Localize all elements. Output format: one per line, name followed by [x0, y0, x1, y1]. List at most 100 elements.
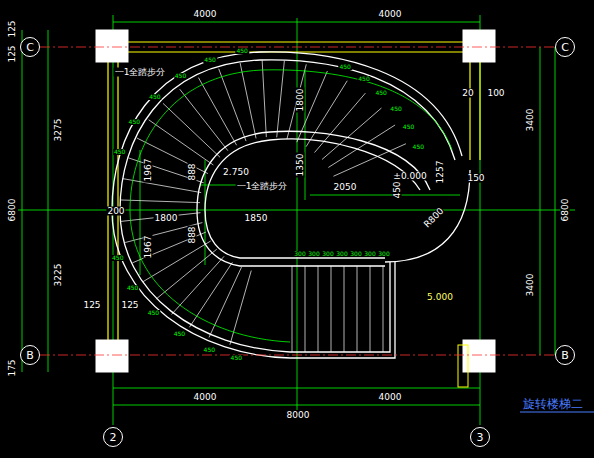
step-line — [128, 158, 204, 183]
axis-label: 2 — [110, 431, 117, 444]
dimension-text: 20 — [461, 89, 474, 98]
axis-bubble: 3 — [470, 427, 490, 447]
dimension-text: 450 — [235, 48, 248, 54]
dimension-text: 175 — [8, 358, 17, 377]
dimension-text: ±0.000 — [392, 172, 427, 181]
dimension-text: 1800 — [154, 214, 179, 223]
dimension-text: 1967 — [144, 158, 153, 183]
dimension-text: 1257 — [436, 160, 445, 185]
step-line — [370, 266, 371, 352]
step-line — [198, 78, 236, 146]
dimension-text: R800 — [422, 206, 446, 230]
dimension-text: 5.000 — [426, 293, 454, 302]
dimension-text: 150 — [466, 174, 485, 183]
step-line — [189, 262, 232, 327]
dimension-text: 300 — [377, 251, 390, 257]
dimension-text: 450 — [230, 355, 243, 361]
dimension-text: 450 — [203, 347, 216, 353]
dimension-text: 6800 — [561, 198, 570, 223]
step-line — [315, 93, 366, 152]
dimension-text: 1850 — [244, 214, 269, 223]
dimension-text: 450 — [393, 180, 402, 199]
axis-line — [40, 355, 555, 356]
dimension-text: 一1全踏步分 — [236, 182, 289, 191]
step-line — [328, 125, 395, 167]
dimension-text: 450 — [173, 331, 186, 337]
dimension-text: 1350 — [296, 153, 305, 178]
dimension-text: 450 — [174, 73, 187, 79]
step-line — [219, 69, 246, 141]
dimension-text: 450 — [203, 57, 216, 63]
dimension-text: 3400 — [526, 273, 535, 298]
dimension-text: 450 — [402, 124, 415, 130]
dimension-text: 125 — [120, 301, 139, 310]
dimension-text: 450 — [113, 149, 126, 155]
step-line — [149, 120, 214, 165]
step-line — [209, 267, 242, 337]
step-line — [172, 256, 224, 314]
dimension-text: 888 — [188, 162, 197, 181]
dimension-text: 8000 — [286, 411, 311, 420]
step-line — [230, 271, 251, 345]
step-line — [292, 266, 293, 352]
step-line — [344, 266, 345, 352]
step-line — [305, 266, 306, 352]
axis-bubble: B — [555, 345, 575, 365]
dimension-text: 125 — [8, 19, 17, 38]
axis-bubble: C — [20, 37, 40, 57]
dimension-text: 6800 — [8, 198, 17, 223]
dimension-text: 4000 — [193, 393, 218, 402]
axis-label: C — [561, 41, 569, 54]
dimension-text: 450 — [148, 94, 161, 100]
dimension-text: 1800 — [296, 88, 305, 113]
step-line — [287, 64, 306, 139]
axis-bubble: 2 — [103, 427, 123, 447]
dimension-text: 300 — [363, 251, 376, 257]
dimension-text: 450 — [389, 106, 402, 112]
dimension-text: 300 — [321, 251, 334, 257]
dimension-text: 3275 — [54, 118, 63, 143]
step-line — [318, 266, 319, 352]
step-line — [120, 200, 200, 203]
dimension-text: 450 — [357, 76, 370, 82]
dimension-text: 450 — [412, 144, 425, 150]
dimension-text: 2.750 — [222, 168, 250, 177]
dimension-text: 4000 — [378, 393, 403, 402]
dimension-text: 300 — [293, 251, 306, 257]
step-line — [306, 81, 347, 147]
step-line — [262, 60, 266, 137]
step-line — [357, 266, 358, 352]
dimension-text: 125 — [8, 44, 17, 63]
axis-label: B — [26, 349, 34, 362]
dimension-text: 300 — [335, 251, 348, 257]
dimension-text: 450 — [338, 64, 351, 70]
step-line — [277, 61, 285, 138]
dimension-text: 450 — [126, 285, 139, 291]
dimension-text: 2050 — [333, 183, 358, 192]
dimension-text: 一1全踏步分 — [114, 68, 167, 77]
dimension-text: 3225 — [54, 263, 63, 288]
step-line — [383, 266, 384, 352]
dimension-text: 200 — [106, 207, 125, 216]
axis-label: 3 — [477, 431, 484, 444]
dimension-text: 4000 — [378, 10, 403, 19]
axis-label: C — [26, 41, 34, 54]
dimension-text: 1967 — [144, 235, 153, 260]
drawing-title: 旋转楼梯二 — [522, 398, 584, 410]
dimension-text: 888 — [188, 225, 197, 244]
dimension-text: 450 — [111, 255, 124, 261]
dimension-text: 450 — [128, 119, 141, 125]
axis-label: B — [561, 349, 569, 362]
dimension-text: 300 — [349, 251, 362, 257]
dimension-text: 3400 — [526, 108, 535, 133]
step-line — [163, 103, 220, 157]
dimension-text: 450 — [147, 310, 160, 316]
step-line — [143, 241, 211, 282]
dimension-text: 300 — [307, 251, 320, 257]
step-line — [331, 266, 332, 352]
axis-bubble: B — [20, 345, 40, 365]
dimension-text: 100 — [486, 89, 505, 98]
axis-line — [40, 47, 555, 48]
